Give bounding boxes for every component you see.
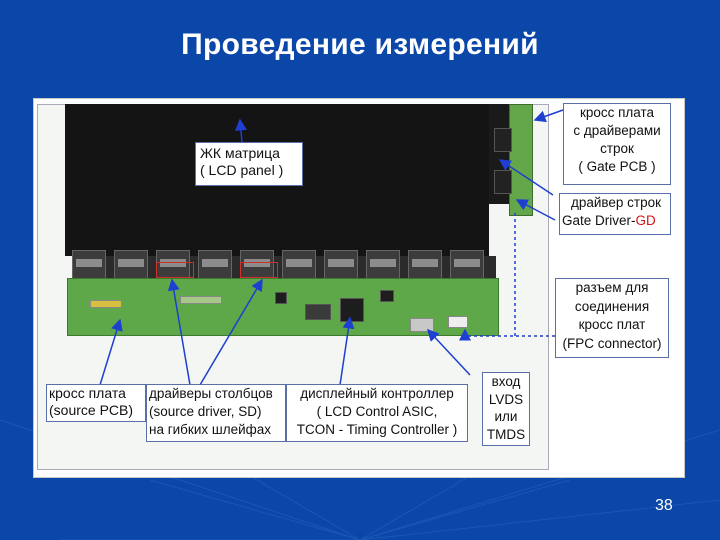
page-number: 38 <box>655 497 673 514</box>
component <box>90 300 122 308</box>
source-driver-flex <box>324 250 358 280</box>
highlight-box <box>156 262 194 278</box>
gate-pcb-board <box>509 104 533 216</box>
label-controller: дисплейный контроллер ( LCD Control ASIC… <box>286 384 468 442</box>
tcon-chip <box>340 298 364 322</box>
source-driver-flex <box>450 250 484 280</box>
source-driver-flex <box>282 250 316 280</box>
fpc-connector <box>448 316 468 328</box>
label-input: вход LVDS или TMDS <box>482 372 530 446</box>
source-driver-flex <box>366 250 400 280</box>
component <box>275 292 287 304</box>
source-driver-flex <box>198 250 232 280</box>
label-source-pcb: кросс плата (source PCB) <box>46 384 146 422</box>
label-gate-driver: драйвер строк Gate Driver-GD <box>559 193 671 235</box>
source-driver-flex <box>114 250 148 280</box>
label-fpc-connector: разъем для соединения кросс плат (FPC co… <box>555 278 669 358</box>
label-lcd-panel: ЖК матрица ( LCD panel ) <box>195 142 303 186</box>
gate-driver-chip <box>494 128 512 152</box>
slide-title: Проведение измерений <box>181 28 539 61</box>
gate-driver-chip <box>494 170 512 194</box>
component <box>380 290 394 302</box>
source-driver-flex <box>72 250 106 280</box>
label-gate-pcb: кросс плата с драйверами строк ( Gate PC… <box>563 103 671 185</box>
component <box>180 296 222 304</box>
source-driver-flex <box>408 250 442 280</box>
label-source-driver: драйверы столбцов (source driver, SD) на… <box>146 384 286 442</box>
highlight-box <box>240 262 278 278</box>
input-connector <box>410 318 434 332</box>
component <box>305 304 331 320</box>
source-pcb-board <box>67 278 499 336</box>
source-driver-flex <box>156 250 190 280</box>
